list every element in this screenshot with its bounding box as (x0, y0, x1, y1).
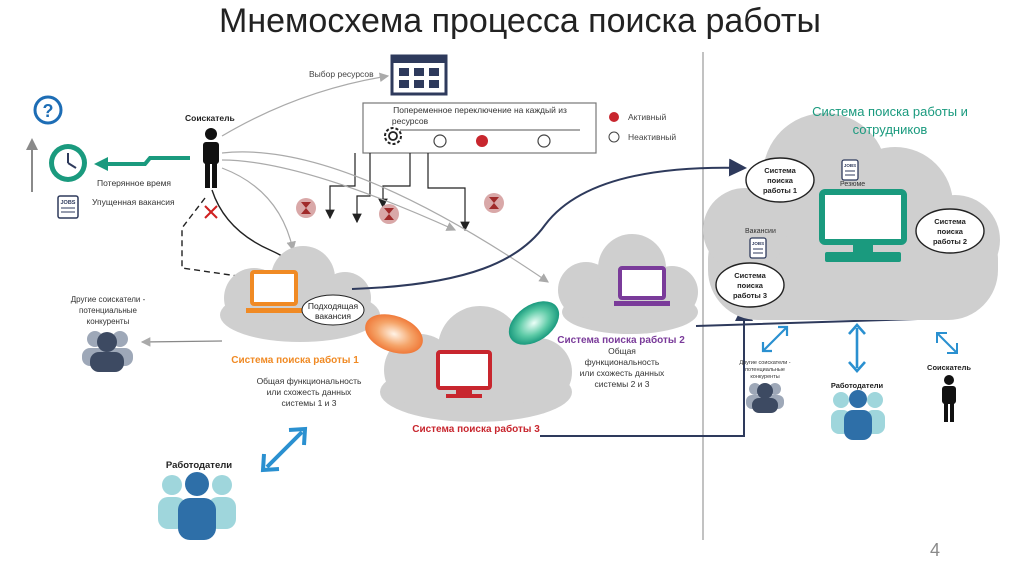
hourglass-icon (379, 204, 399, 224)
double-arrow-icon (761, 325, 789, 353)
svg-text:Система: Система (764, 166, 796, 175)
cloud-1 (220, 246, 380, 342)
svg-text:Общая функциональность: Общая функциональность (257, 376, 362, 386)
inactive-dot (433, 134, 447, 148)
svg-text:работы 1: работы 1 (763, 186, 797, 195)
person-icon (942, 375, 956, 422)
resource-choice-label: Выбор ресурсов (309, 69, 374, 79)
lost-time-label: Потерянное время (97, 178, 171, 188)
svg-text:работы 3: работы 3 (733, 291, 767, 300)
system-2-label: Система поиска работы 2 (557, 334, 685, 346)
svg-text:Другие соискатели -: Другие соискатели - (71, 295, 146, 304)
sub-system-3: Система поиска работы 3 (715, 262, 785, 308)
missed-vacancy-label: Упущенная вакансия (92, 197, 175, 207)
overlap-13 (365, 314, 423, 354)
switch-connectors (325, 153, 470, 232)
clock-icon (49, 144, 87, 182)
svg-text:вакансия: вакансия (315, 311, 351, 321)
monitor-icon (819, 189, 907, 262)
active-dot (476, 135, 488, 147)
double-arrow-icon (260, 426, 308, 473)
legend-active-label: Активный (628, 112, 666, 122)
cross-icon (204, 205, 218, 219)
svg-text:Подходящая: Подходящая (308, 301, 359, 311)
monitor-icon (436, 350, 492, 398)
monitor-icon (614, 266, 670, 306)
hourglass-icon (296, 198, 316, 218)
system-1-label: Система поиска работы 1 (231, 354, 359, 366)
laptop-icon (246, 270, 302, 313)
jobs-doc-icon: JOBS (749, 237, 767, 259)
seeker-label: Соискатель (185, 113, 235, 123)
gear-icon (384, 127, 402, 145)
svg-text:JOBS: JOBS (844, 163, 856, 168)
svg-text:Общая: Общая (608, 346, 636, 356)
competitor-arrow (140, 337, 223, 347)
resource-arrow (221, 72, 390, 137)
svg-text:поиска: поиска (737, 281, 764, 290)
double-arrow-icon (936, 332, 958, 354)
legend-inactive-label: Неактивный (628, 132, 676, 142)
svg-text:Попеременное переключение на к: Попеременное переключение на каждый из (393, 105, 567, 115)
person-icon (203, 128, 219, 188)
svg-text:Система: Система (734, 271, 766, 280)
svg-text:Система: Система (934, 217, 966, 226)
big-cloud-title: Система поиска работы и сотрудников (812, 104, 968, 137)
suitable-vacancy: Подходящая вакансия (301, 294, 365, 326)
seeker-right-label: Соискатель (927, 363, 971, 372)
svg-text:потенциальные: потенциальные (745, 367, 785, 373)
double-arrow-icon (848, 323, 866, 373)
teal-arrow (94, 156, 190, 171)
svg-text:системы 1 и 3: системы 1 и 3 (281, 398, 336, 408)
competitors-left-text: Другие соискатели - потенциальные конкур… (71, 295, 146, 326)
up-arrow (26, 138, 38, 192)
svg-text:?: ? (43, 101, 54, 121)
cloud1-to-right (351, 158, 747, 290)
svg-text:или схожесть данных: или схожесть данных (580, 368, 665, 378)
legend-active-dot (609, 112, 619, 122)
sub-system-1: Система поиска работы 1 (745, 157, 815, 203)
seeker-arrows (221, 151, 549, 283)
system-3-label: Система поиска работы 3 (412, 423, 540, 435)
page-title: Мнемосхема процесса поиска работы (219, 2, 821, 40)
group-icon (82, 331, 133, 372)
svg-text:работы 2: работы 2 (933, 237, 967, 246)
svg-text:потенциальные: потенциальные (79, 306, 138, 315)
jobs-doc-icon: JOBS (841, 159, 859, 181)
svg-text:ресурсов: ресурсов (392, 116, 429, 126)
overlap-23 (508, 301, 560, 345)
common-13-text: Общая функциональность или схожесть данн… (257, 376, 362, 408)
svg-text:системы 2 и 3: системы 2 и 3 (594, 379, 649, 389)
svg-text:или схожесть данных: или схожесть данных (267, 387, 352, 397)
vacancies-label: Вакансии (745, 228, 776, 235)
page-number: 4 (930, 540, 941, 560)
svg-text:JOBS: JOBS (752, 241, 764, 246)
svg-text:Другие соискатели -: Другие соискатели - (739, 360, 790, 366)
question-icon: ? (33, 95, 63, 125)
employers-left-label: Работодатели (166, 460, 232, 471)
calendar-icon (390, 54, 448, 96)
resume-label: Резюме (840, 181, 865, 188)
svg-text:поиска: поиска (767, 176, 794, 185)
competitors-right-text: Другие соискатели - потенциальные конкур… (739, 360, 790, 380)
common-23-text: Общая функциональность или схожесть данн… (580, 346, 665, 389)
svg-text:конкуренты: конкуренты (87, 317, 130, 326)
sub-system-2: Система поиска работы 2 (915, 208, 985, 254)
svg-text:Система поиска работы и: Система поиска работы и (812, 104, 968, 119)
legend-inactive-dot (608, 131, 620, 143)
group-icon (746, 383, 784, 413)
employers-right-label: Работодатели (831, 381, 884, 390)
jobs-doc-icon: JOBS (57, 195, 79, 219)
cloud3-to-right (540, 303, 753, 437)
inactive-dot (537, 134, 551, 148)
group-icon (158, 472, 236, 540)
group-icon (831, 390, 885, 440)
svg-text:поиска: поиска (937, 227, 964, 236)
svg-text:сотрудников: сотрудников (853, 122, 928, 137)
svg-text:функциональность: функциональность (585, 357, 660, 367)
svg-text:JOBS: JOBS (61, 200, 76, 206)
hourglass-icon (484, 193, 504, 213)
svg-text:конкуренты: конкуренты (750, 374, 779, 380)
